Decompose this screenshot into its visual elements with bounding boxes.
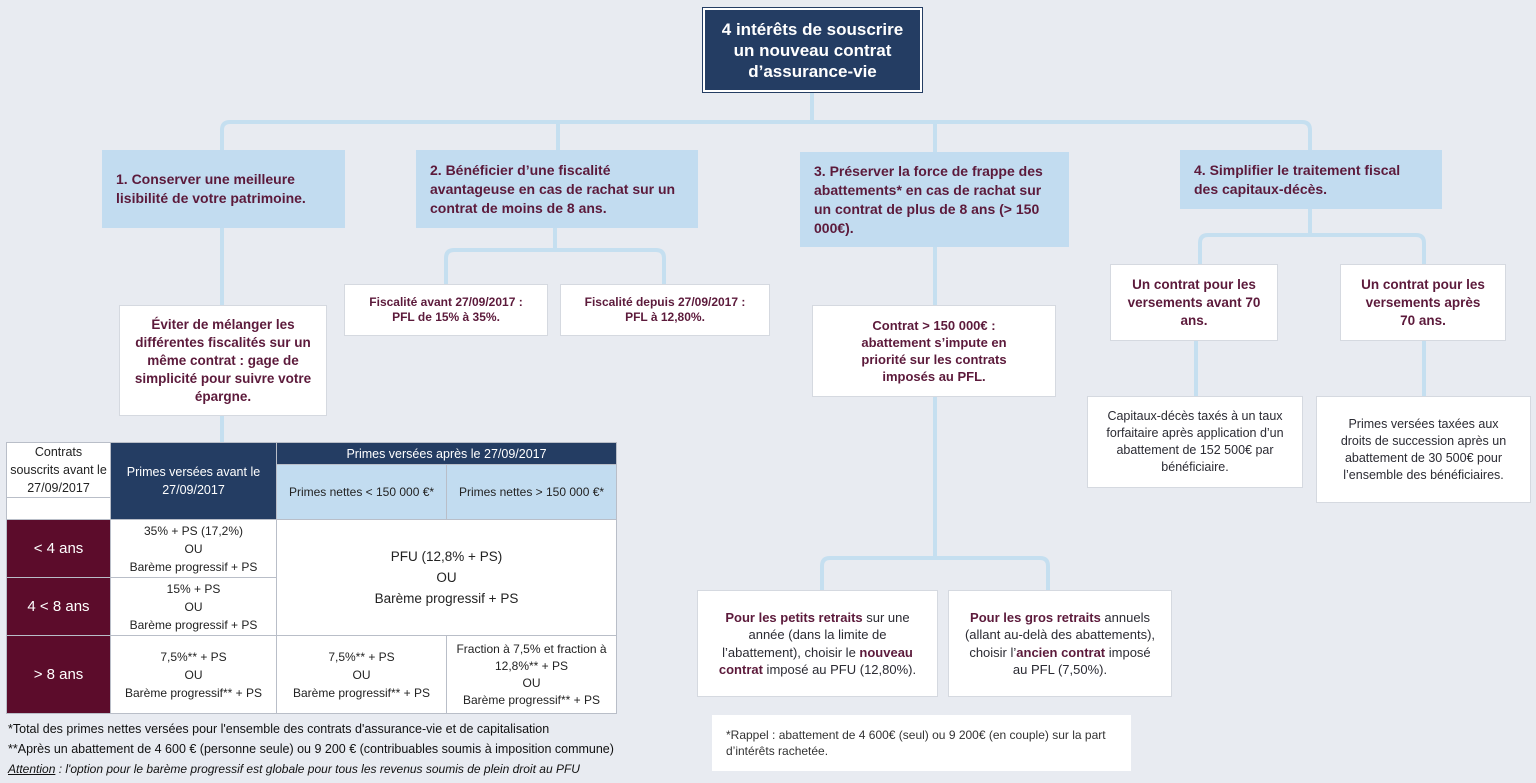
header-lt: Primes nettes < 150 000 €* <box>276 464 447 520</box>
contrat-apres-70: Un contrat pour les versements après 70 … <box>1340 264 1506 341</box>
contrat-avant-70-text: Un contrat pour les versements avant 70 … <box>1127 276 1261 328</box>
header-gt: Primes nettes > 150 000 €* <box>446 464 617 520</box>
root-line-3: d’assurance-vie <box>748 61 877 81</box>
footnote-2: **Après un abattement de 4 600 € (person… <box>8 742 614 756</box>
row-label-lt4-text: < 4 ans <box>33 540 84 557</box>
gros-retraits-text-2: imposé au PFL (7,50%). <box>1012 644 1151 678</box>
rappel-box: *Rappel : abattement de 4 600€ (seul) ou… <box>712 715 1131 771</box>
contrat-apres-70-text: Un contrat pour les versements après 70 … <box>1361 276 1485 328</box>
header-lt-text: Primes nettes < 150 000 €* <box>288 485 435 499</box>
theme-3: 3. Préserver la force de frappe des abat… <box>800 152 1069 247</box>
cell-gt8-gt-l1: Fraction à 7,5% et fraction à <box>456 641 607 656</box>
cell-4to8-l2: OU <box>184 599 203 614</box>
cell-gt8-l1: 7,5%** + PS <box>160 649 227 664</box>
header-apres: Primes versées après le 27/09/2017 <box>276 442 617 465</box>
petits-retraits-text: Pour les petits retraits sur une année (… <box>712 609 923 679</box>
cell-lt4-l1: 35% + PS (17,2%) <box>143 523 244 538</box>
gros-retraits-text-1: annuels (allant au-delà des abattements)… <box>964 609 1156 660</box>
footnote-3: Attention : l'option pour le barème prog… <box>8 762 580 776</box>
cell-pfu-l1: PFU (12,8% + PS) <box>390 549 503 564</box>
theme-3-label: 3. Préserver la force de frappe des abat… <box>814 162 1043 236</box>
cell-gt8-gt-l4: Barème progressif** + PS <box>462 692 601 707</box>
gros-retraits-bold-2: ancien contrat <box>1016 644 1106 660</box>
fiscalite-avant-l2: PFL de 15% à 35%. <box>392 310 500 324</box>
fiscalite-avant-l1: Fiscalité avant 27/09/2017 : <box>369 295 523 309</box>
footnote-3-text: : l'option pour le barème progressif est… <box>55 762 580 776</box>
capitaux-deces-box: Capitaux-décès taxés à un taux forfaitai… <box>1087 396 1303 488</box>
header-gt-text: Primes nettes > 150 000 €* <box>458 485 605 499</box>
fiscalite-table: Contrats souscrits avant le 27/09/2017 P… <box>6 442 617 714</box>
cell-lt4-l2: OU <box>184 541 203 556</box>
row-label-gt8-text: > 8 ans <box>33 666 84 683</box>
petits-retraits-text-2: imposé au PFU (12,80%). <box>762 662 917 677</box>
cell-gt8-lt-l3: Barème progressif** + PS <box>292 685 431 700</box>
header-avant-text: Primes versées avant le 27/09/2017 <box>126 465 261 497</box>
theme-2: 2. Bénéficier d’une fiscalité avantageus… <box>416 150 698 228</box>
cell-gt8-gt-l2: 12,8%** + PS <box>494 658 569 673</box>
cell-pfu-l2: OU <box>436 570 457 585</box>
row-label-lt4: < 4 ans <box>6 519 111 578</box>
footnote-1: *Total des primes nettes versées pour l'… <box>8 722 550 736</box>
fiscalite-depuis-l2: PFL à 12,80%. <box>625 310 705 324</box>
theme-1-detail-text: Éviter de mélanger les différentes fisca… <box>134 316 312 404</box>
theme-3-detail-text: Contrat > 150 000€ : abattement s’impute… <box>861 318 1007 384</box>
header-apres-text: Primes versées après le 27/09/2017 <box>346 446 547 461</box>
root-line-1: 4 intérêts de souscrire <box>721 19 904 39</box>
cell-lt4-avant: 35% + PS (17,2%) OU Barème progressif + … <box>110 519 277 578</box>
header-contrats: Contrats souscrits avant le 27/09/2017 <box>6 442 111 498</box>
header-avant: Primes versées avant le 27/09/2017 <box>110 442 277 520</box>
cell-gt8-l2: OU <box>184 667 203 682</box>
rappel-text: *Rappel : abattement de 4 600€ (seul) ou… <box>726 728 1106 758</box>
gros-retraits-bold-1: Pour les gros retraits <box>970 609 1101 625</box>
cell-4to8-l1: 15% + PS <box>166 581 221 596</box>
gros-retraits-box: Pour les gros retraits annuels (allant a… <box>948 590 1172 697</box>
root-line-2: un nouveau contrat <box>733 40 892 60</box>
gros-retraits-text: Pour les gros retraits annuels (allant a… <box>963 609 1157 679</box>
theme-2-fiscalite-avant: Fiscalité avant 27/09/2017 : PFL de 15% … <box>344 284 548 336</box>
row-label-4to8: 4 < 8 ans <box>6 577 111 636</box>
theme-4: 4. Simplifier le traitement fiscal des c… <box>1180 150 1442 209</box>
theme-3-detail: Contrat > 150 000€ : abattement s’impute… <box>812 305 1056 397</box>
fiscalite-depuis-l1: Fiscalité depuis 27/09/2017 : <box>584 295 746 309</box>
primes-versees-text: Primes versées taxées aux droits de succ… <box>1340 416 1507 482</box>
petits-retraits-bold-2: nouveau contrat <box>718 644 913 678</box>
cell-gt8-lt-l1: 7,5%** + PS <box>328 649 395 664</box>
cell-pfu: PFU (12,8% + PS) OU Barème progressif + … <box>276 519 617 636</box>
row-label-gt8: > 8 ans <box>6 635 111 714</box>
cell-lt4-l3: Barème progressif + PS <box>129 559 258 574</box>
cell-4to8-avant: 15% + PS OU Barème progressif + PS <box>110 577 277 636</box>
contrat-avant-70: Un contrat pour les versements avant 70 … <box>1110 264 1278 341</box>
theme-1-label: 1. Conserver une meilleure lisibilité de… <box>116 171 306 206</box>
theme-4-label: 4. Simplifier le traitement fiscal des c… <box>1194 161 1401 197</box>
cell-gt8-lt-l2: OU <box>352 667 371 682</box>
header-contrats-text: Contrats souscrits avant le 27/09/2017 <box>10 445 107 495</box>
cell-4to8-l3: Barème progressif + PS <box>129 617 258 632</box>
petits-retraits-bold-1: Pour les petits retraits <box>725 609 863 625</box>
primes-versees-box: Primes versées taxées aux droits de succ… <box>1316 396 1531 503</box>
cell-gt8-gt: Fraction à 7,5% et fraction à 12,8%** + … <box>446 635 617 714</box>
petits-retraits-text-1: sur une année (dans la limite de l’abatt… <box>722 609 910 660</box>
theme-2-label: 2. Bénéficier d’une fiscalité avantageus… <box>430 161 676 216</box>
theme-2-fiscalite-depuis: Fiscalité depuis 27/09/2017 : PFL à 12,8… <box>560 284 770 336</box>
footnote-3-attention: Attention <box>8 762 56 776</box>
row-label-4to8-text: 4 < 8 ans <box>27 598 90 615</box>
cell-gt8-avant: 7,5%** + PS OU Barème progressif** + PS <box>110 635 277 714</box>
capitaux-deces-text: Capitaux-décès taxés à un taux forfaitai… <box>1106 409 1284 474</box>
petits-retraits-box: Pour les petits retraits sur une année (… <box>697 590 938 697</box>
header-contrats-spacer <box>6 497 111 520</box>
cell-gt8-l3: Barème progressif** + PS <box>124 685 263 700</box>
cell-gt8-gt-l3: OU <box>522 675 541 690</box>
theme-1: 1. Conserver une meilleure lisibilité de… <box>102 150 345 228</box>
cell-gt8-lt: 7,5%** + PS OU Barème progressif** + PS <box>276 635 447 714</box>
cell-pfu-l3: Barème progressif + PS <box>374 591 519 606</box>
theme-1-detail: Éviter de mélanger les différentes fisca… <box>119 305 327 416</box>
root-node: 4 intérêts de souscrire un nouveau contr… <box>703 8 922 92</box>
